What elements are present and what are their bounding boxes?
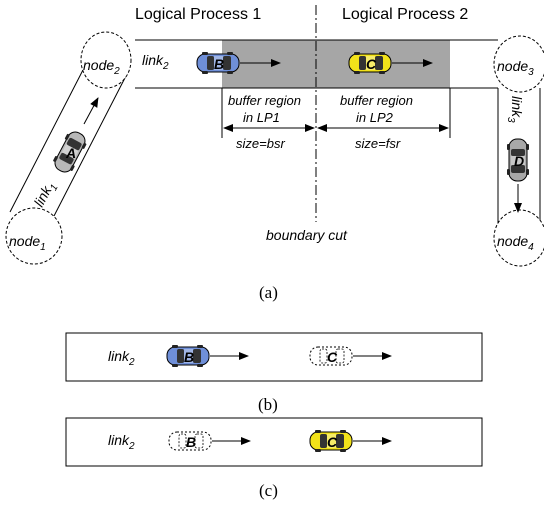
panel-b-car-b: B [166,344,210,368]
car-d-label: D [514,153,524,169]
panel-b-box [65,332,483,382]
panel-c-car-b-label: B [186,434,196,450]
buffer-lp2-label-line2: in LP2 [356,110,394,125]
node3-label: node3 [497,58,534,78]
caption-c: (c) [259,481,278,500]
panel-c-car-b-ghost: B [168,431,212,451]
panel-b-car-b-label: B [184,349,194,365]
panel-b: link2 B C (b) [65,332,483,414]
buffer-lp1-label-line1: buffer region [228,93,301,108]
car-a-label: A [65,145,76,161]
link1-road-right [53,71,129,217]
car-a-arrow [83,97,99,125]
buffer-lp2-label-line1: buffer region [340,93,413,108]
car-c: C [348,51,392,75]
buffer-lp1-label-line2: in LP1 [243,110,280,125]
lp2-title: Logical Process 2 [342,6,468,23]
node1-label: node1 [9,233,46,253]
size-bsr-label: size=bsr [236,136,285,151]
lp1-title: Logical Process 1 [135,6,261,23]
caption-b: (b) [258,395,278,414]
link1-label: link1 [31,178,61,211]
node2-label: node2 [83,57,120,77]
node2-circle [80,31,132,89]
panel-a: node2 node1 node3 node4 link2 link1 link… [5,5,544,302]
panel-b-car-c-label: C [327,349,338,365]
car-d: D [506,138,530,182]
car-b-label: B [214,56,224,72]
panel-b-link2-label: link2 [108,348,135,368]
panel-b-car-c-ghost: C [309,346,353,366]
node4-label: node4 [497,233,534,253]
car-a: A [49,127,91,177]
link2-label: link2 [142,52,169,72]
car-b: B [196,51,240,75]
boundary-cut-label: boundary cut [266,227,348,243]
link1-road-left [9,67,85,213]
node1-circle [5,207,63,265]
link3-label: link3 [505,96,525,123]
size-fsr-label: size=fsr [355,136,401,151]
car-c-label: C [366,56,377,72]
node3-circle [493,35,544,93]
panel-c-box [65,417,483,467]
panel-c-car-c: C [309,429,353,453]
panel-c-car-c-label: C [327,434,338,450]
panel-c: link2 B C (c) [65,417,483,500]
caption-a: (a) [259,283,278,302]
panel-c-link2-label: link2 [108,432,135,452]
